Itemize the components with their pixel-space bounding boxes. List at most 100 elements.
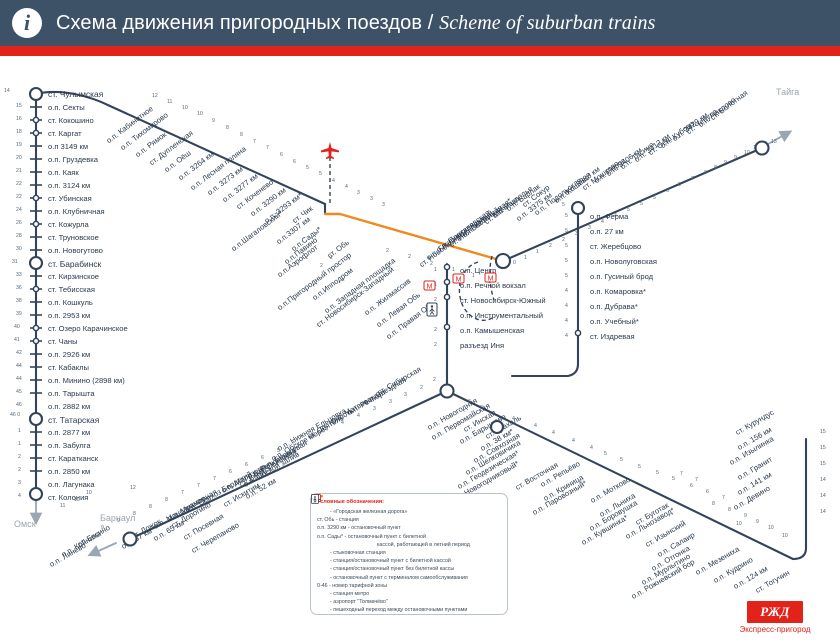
zone-number: 39: [16, 311, 22, 317]
zone-number: 21: [16, 168, 22, 174]
legend-row: - аэропорт "Толмачёво": [311, 494, 501, 606]
station-label[interactable]: о.п. Гусиный брод: [590, 272, 654, 281]
zone-number: 5: [672, 476, 675, 482]
zone-number: 10: [182, 105, 188, 111]
legend-row: - станция/остановочный пункт с билетной …: [313, 496, 501, 565]
zone-number: 3: [588, 225, 591, 231]
station-label[interactable]: о.п. Секты: [48, 103, 85, 112]
zone-number: 8: [165, 497, 168, 503]
zone-number: 10: [782, 533, 788, 539]
zone-number: 8: [728, 507, 731, 513]
station-label[interactable]: о.п. 2882 км: [48, 402, 91, 411]
station-label[interactable]: о.п. Кошкуль: [48, 298, 93, 307]
zone-number: 2: [18, 467, 21, 473]
zone-number: 5: [319, 171, 322, 177]
zone-number: 4: [565, 303, 568, 309]
zone-number: 4: [565, 333, 568, 339]
zone-number: 4: [565, 318, 568, 324]
zone-number: 6: [261, 455, 264, 461]
zone-number: 0: [513, 260, 516, 266]
zone-number: 1: [434, 267, 437, 273]
legend-row-text: - пешеходный переход между остановочными…: [330, 607, 468, 614]
zone-number: 5: [620, 457, 623, 463]
zone-number: 6: [293, 159, 296, 165]
station-label[interactable]: ст. Убинская: [48, 194, 92, 203]
station-label[interactable]: о.п 3149 км: [48, 142, 89, 151]
station-label[interactable]: о.п. Новолуговская: [590, 257, 658, 266]
station-label[interactable]: о.п. 2850 км: [48, 467, 91, 476]
rzd-mark: РЖД: [747, 601, 803, 623]
station-label[interactable]: ст. Кабаклы: [48, 363, 89, 372]
zone-number: 14: [820, 477, 826, 483]
station-label[interactable]: ст. Новосибирск-Южный: [460, 296, 546, 305]
station-label[interactable]: о.п. Речной вокзал: [460, 281, 526, 290]
station-label[interactable]: о.п. Учебный*: [590, 317, 639, 326]
legend-row-text: - аэропорт "Толмачёво": [330, 599, 388, 606]
zone-number: 7: [266, 145, 269, 151]
zone-number: 14: [820, 509, 826, 515]
zone-number: 26: [16, 220, 22, 226]
zone-number: 3: [480, 405, 483, 411]
info-icon: i: [12, 8, 42, 38]
station-label[interactable]: о.п. Ферма: [590, 212, 629, 221]
station-label[interactable]: ст. Труновское: [48, 233, 99, 242]
station-label[interactable]: ст. Озеро Карачинское: [48, 324, 128, 333]
station-label[interactable]: ст. Кожурла: [48, 220, 89, 229]
station-label[interactable]: о.п. Камышенская: [460, 326, 525, 335]
station-label[interactable]: ст. Каратканск: [48, 454, 99, 463]
zone-number: 4: [345, 184, 348, 190]
zone-number: 46 0: [10, 412, 21, 418]
station-label[interactable]: о.п. Центр: [460, 266, 497, 275]
station-label[interactable]: ст. Татарская: [48, 415, 100, 425]
station-label[interactable]: о.п. 2877 км: [48, 428, 91, 437]
station-label[interactable]: о.п. Забулга: [48, 441, 91, 450]
station-label[interactable]: ст. Чулымская: [48, 89, 104, 99]
zone-number: 18: [16, 129, 22, 135]
zone-number: 5: [293, 441, 296, 447]
zone-number: 5: [638, 464, 641, 470]
zone-number: 44: [16, 363, 22, 369]
station-label[interactable]: о.п. Минино (2898 км): [48, 376, 125, 385]
station-label[interactable]: ст. Чаны: [48, 337, 78, 346]
station-label[interactable]: о.п. 27 км: [590, 227, 624, 236]
zone-number: 9: [117, 518, 120, 524]
station-label[interactable]: ст. Кирзинское: [48, 272, 100, 281]
station-label[interactable]: ст. Тебисская: [48, 285, 96, 294]
legend-row: - «Городская железная дорога»: [311, 495, 501, 516]
zone-number: 6: [280, 152, 283, 158]
zone-number: 8: [149, 504, 152, 510]
zone-number: 3: [468, 399, 471, 405]
station-label[interactable]: о.п. Каяк: [48, 168, 79, 177]
zone-number: 7: [213, 476, 216, 482]
legend-row: - стыковочная станция: [311, 494, 501, 557]
zone-number: 8: [714, 165, 717, 171]
station-label[interactable]: о.п. Груздевка: [48, 155, 99, 164]
station-label[interactable]: о.п. Клубничная: [48, 207, 105, 216]
station-label[interactable]: о.п. Лагунака: [48, 480, 95, 489]
station-label[interactable]: о.п. 2953 км: [48, 311, 91, 320]
station-label[interactable]: о.п. Инструментальный: [460, 311, 543, 320]
zone-number: 4: [614, 213, 617, 219]
zone-number: 3: [370, 196, 373, 202]
station-label[interactable]: разъезд Иня: [460, 341, 505, 350]
zone-number: 8: [133, 511, 136, 517]
station-label[interactable]: ст. Каргат: [48, 129, 82, 138]
station-label[interactable]: ст. Барабинск: [48, 259, 102, 269]
station-label[interactable]: ст. Колония: [48, 493, 89, 502]
terminus-tayga: Тайга: [776, 87, 800, 97]
station-label[interactable]: ст. Жеребцово: [590, 242, 642, 251]
zone-number: 4: [552, 430, 555, 436]
station-label[interactable]: о.п. Новогутово: [48, 246, 103, 255]
station-label[interactable]: о.п. 3124 км: [48, 181, 91, 190]
station-label[interactable]: о.п. Тарышта: [48, 389, 95, 398]
station-label[interactable]: ст. Издревая: [590, 332, 635, 341]
station-label[interactable]: о.п. Комаровка*: [590, 287, 646, 296]
station-label[interactable]: о.п. Дубрава*: [590, 302, 638, 311]
zone-number: 7: [680, 471, 683, 477]
zone-number: 4: [534, 423, 537, 429]
station-label[interactable]: о.п. 2926 км: [48, 350, 91, 359]
station-label[interactable]: ст. Кокошино: [48, 116, 94, 125]
zone-number: 9: [212, 118, 215, 124]
legend-row-continuation: кассой, работающей в летний период: [377, 541, 470, 548]
